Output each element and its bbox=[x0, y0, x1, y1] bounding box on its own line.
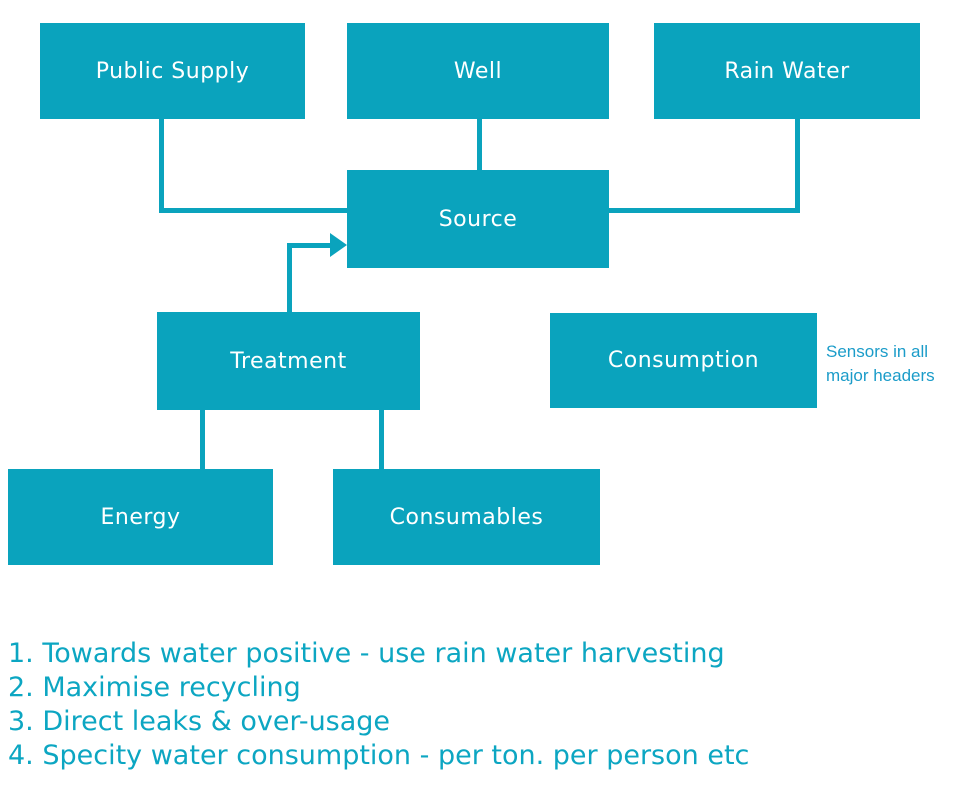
node-energy: Energy bbox=[8, 469, 273, 565]
arrowhead-into-source-icon bbox=[330, 233, 347, 257]
node-treatment: Treatment bbox=[157, 312, 420, 410]
node-rain-water-label: Rain Water bbox=[724, 58, 850, 84]
node-consumables: Consumables bbox=[333, 469, 600, 565]
node-rain-water: Rain Water bbox=[654, 23, 920, 119]
connector-rain-water-to-source bbox=[609, 208, 800, 213]
node-energy-label: Energy bbox=[100, 504, 181, 530]
node-well-label: Well bbox=[453, 58, 503, 84]
connector-treatment-to-source-vertical bbox=[287, 243, 292, 312]
connector-treatment-to-source-horizontal bbox=[287, 243, 332, 248]
note-item-1: 1. Towards water positive - use rain wat… bbox=[8, 638, 725, 669]
node-source-label: Source bbox=[438, 206, 518, 232]
note-item-4: 4. Specity water consumption - per ton. … bbox=[8, 740, 750, 771]
connector-public-supply-to-source bbox=[159, 208, 347, 213]
note-item-3: 3. Direct leaks & over-usage bbox=[8, 706, 391, 737]
node-consumables-label: Consumables bbox=[389, 504, 544, 530]
node-consumption-label: Consumption bbox=[607, 348, 760, 373]
node-treatment-label: Treatment bbox=[230, 348, 347, 374]
connector-treatment-to-energy bbox=[200, 410, 205, 469]
node-well: Well bbox=[347, 23, 609, 119]
connector-public-supply-vertical bbox=[159, 119, 164, 213]
node-source: Source bbox=[347, 170, 609, 268]
sensors-annotation: Sensors in all major headers bbox=[826, 342, 935, 385]
notes-list: 1. Towards water positive - use rain wat… bbox=[8, 637, 749, 773]
connector-well-to-source bbox=[477, 119, 482, 170]
node-public-supply-label: Public Supply bbox=[95, 58, 250, 84]
note-item-2: 2. Maximise recycling bbox=[8, 672, 301, 703]
connector-rain-water-vertical bbox=[795, 119, 800, 213]
connector-treatment-to-consumables bbox=[379, 410, 384, 469]
node-consumption: Consumption bbox=[550, 313, 817, 408]
node-public-supply: Public Supply bbox=[40, 23, 305, 119]
